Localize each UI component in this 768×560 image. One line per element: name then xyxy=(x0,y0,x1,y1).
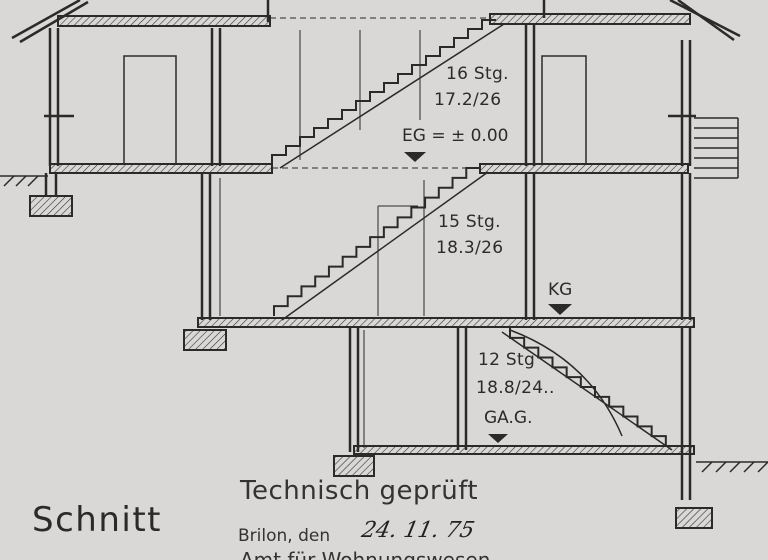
stair-upper-ratio: 17.2/26 xyxy=(434,90,502,110)
stair-lower-steps: 12 Stg xyxy=(478,350,536,370)
foundation-left xyxy=(29,195,73,217)
level-marker-eg xyxy=(404,152,426,162)
stair-lower-treads xyxy=(509,328,680,447)
outdoor-steps-right xyxy=(694,117,739,179)
stair-upper xyxy=(271,19,505,169)
stair-lower xyxy=(501,328,680,451)
basement-walls xyxy=(200,173,692,320)
level-label-kg: KG xyxy=(548,280,573,300)
stamp-heading: Technisch geprüft xyxy=(240,476,479,506)
upper-floor-walls xyxy=(44,24,696,166)
attic-slab-right xyxy=(489,13,691,25)
level-marker-gag xyxy=(488,434,508,443)
attic-slab xyxy=(57,15,271,27)
level-marker-kg xyxy=(548,304,572,315)
stair-upper-treads xyxy=(271,19,496,164)
foundation-right xyxy=(675,507,713,529)
stair-lower-ratio: 18.8/24.. xyxy=(476,378,555,398)
garage-door-arc xyxy=(509,329,623,437)
stamp-date: 24. 11. 75 xyxy=(359,518,477,543)
stair-middle-steps: 15 Stg. xyxy=(438,212,501,232)
stair-upper-steps: 16 Stg. xyxy=(446,64,509,84)
terrain-right xyxy=(696,461,768,473)
foundation-middle xyxy=(183,329,227,351)
stair-upper-stringer xyxy=(279,23,505,169)
garage-slab xyxy=(353,445,695,455)
garage-walls xyxy=(348,327,692,500)
basement-thin-lines xyxy=(219,178,425,316)
drawing-title: Schnitt xyxy=(32,500,162,540)
door-upper-left xyxy=(123,55,177,165)
stair-middle-treads xyxy=(273,167,480,316)
ground-floor-slab xyxy=(49,163,273,174)
foundation-garage xyxy=(333,455,375,477)
ground-floor-slab-right xyxy=(479,163,689,174)
basement-slab xyxy=(197,317,695,328)
door-upper-right xyxy=(541,55,587,165)
level-label-eg: EG = ± 0.00 xyxy=(402,126,509,146)
stair-middle-stringer xyxy=(281,171,489,321)
stair-middle xyxy=(273,167,489,321)
stair-lower-stringer xyxy=(501,331,673,451)
stamp-footer: Amt für Wohnungswesen xyxy=(240,548,491,560)
stamp-place: Brilon, den xyxy=(238,526,331,546)
terrain-left xyxy=(0,175,48,187)
level-label-gag: GA.G. xyxy=(484,408,533,428)
stair-middle-ratio: 18.3/26 xyxy=(436,238,504,258)
roof xyxy=(11,0,741,44)
